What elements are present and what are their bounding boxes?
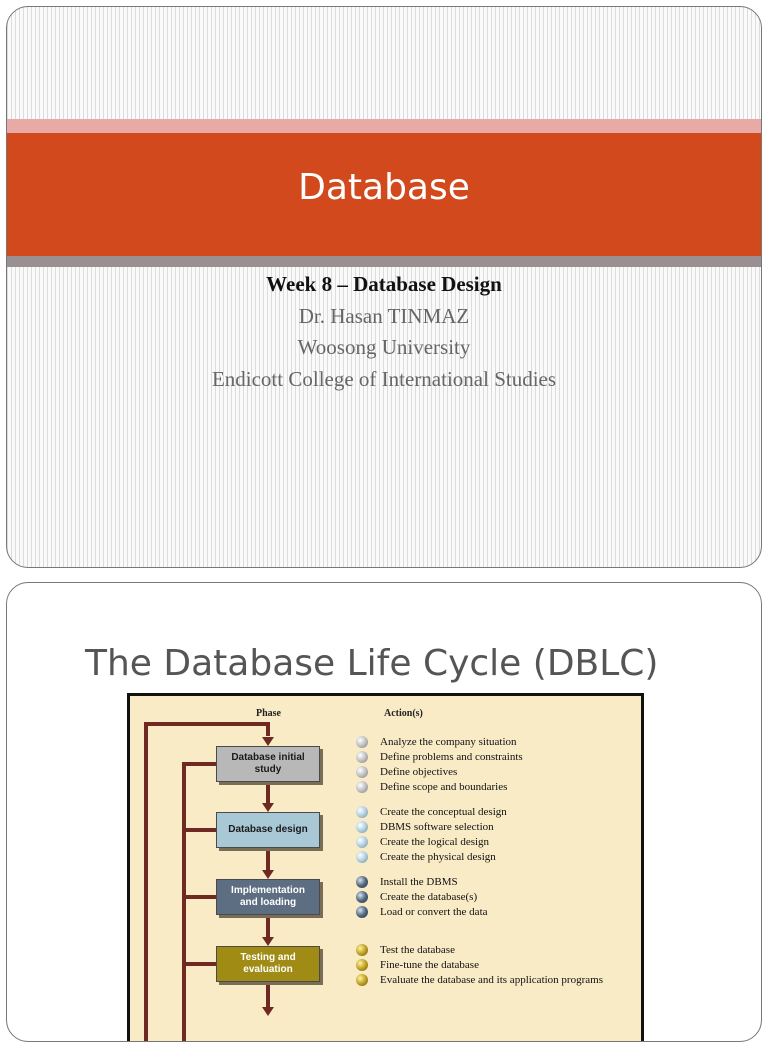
action-item: Create the logical design: [356, 834, 489, 849]
action-item: Create the conceptual design: [356, 804, 507, 819]
phase-label: Database design: [228, 824, 308, 835]
action-item: Test the database: [356, 942, 455, 957]
phase-box: Database design: [216, 812, 320, 848]
slide-title: The Database Life Cycle (DBLC): [85, 643, 659, 684]
slide-subtitle: Week 8 – Database Design: [266, 272, 502, 296]
action-text: Create the physical design: [380, 850, 496, 863]
action-item: Install the DBMS: [356, 874, 458, 889]
action-text: Define problems and constraints: [380, 750, 523, 763]
flow-line: [182, 762, 216, 1041]
bullet-icon: [356, 750, 368, 763]
action-text: Define objectives: [380, 765, 458, 778]
bullet-icon: [356, 735, 368, 748]
title-band: [7, 133, 761, 256]
bullet-icon: [356, 943, 368, 956]
action-item: DBMS software selection: [356, 819, 494, 834]
bullet-icon: [356, 805, 368, 818]
action-text: Analyze the company situation: [380, 735, 517, 748]
action-item: Fine-tune the database: [356, 957, 479, 972]
bullet-icon: [356, 820, 368, 833]
action-text: Create the conceptual design: [380, 805, 507, 818]
accent-band-grey: [7, 256, 761, 267]
action-text: Fine-tune the database: [380, 958, 479, 971]
college-name: Endicott College of International Studie…: [211, 367, 557, 391]
action-text: Test the database: [380, 943, 455, 956]
bullet-icon: [356, 890, 368, 903]
action-item: Create the database(s): [356, 889, 477, 904]
arrow-head-icon: [262, 937, 274, 946]
accent-band-pink: [7, 119, 761, 133]
phase-label: Database initial: [231, 752, 305, 763]
arrow-head-icon: [262, 803, 274, 812]
action-item: Evaluate the database and its applicatio…: [356, 972, 603, 987]
phase-label: and loading: [239, 897, 297, 908]
phase-label: Implementation: [231, 885, 305, 896]
title-slide: Database Week 8 – Database Design Dr. Ha…: [6, 6, 762, 568]
flow-line: [144, 722, 270, 1041]
bullet-icon: [356, 765, 368, 778]
bullet-icon: [356, 905, 368, 918]
phase-label: evaluation: [243, 964, 293, 975]
phase-label: Testing and: [240, 952, 296, 963]
dblc-slide: The Database Life Cycle (DBLC) Phase Act…: [6, 582, 762, 1042]
bullet-icon: [356, 780, 368, 793]
bullet-icon: [356, 875, 368, 888]
bullet-icon: [356, 835, 368, 848]
action-item: Define objectives: [356, 764, 457, 779]
bullet-icon: [356, 958, 368, 971]
action-text: DBMS software selection: [380, 820, 494, 833]
actions-header: Action(s): [384, 708, 423, 719]
action-text: Define scope and boundaries: [380, 780, 508, 793]
action-item: Define scope and boundaries: [356, 779, 507, 794]
action-item: Analyze the company situation: [356, 734, 517, 749]
phase-label: study: [254, 764, 282, 775]
action-item: Define problems and constraints: [356, 749, 523, 764]
action-item: Create the physical design: [356, 849, 496, 864]
phase-header: Phase: [256, 708, 281, 719]
slide-title: Database: [298, 167, 470, 208]
university-name: Woosong University: [297, 335, 471, 359]
arrow-head-icon: [262, 1007, 274, 1016]
author-name: Dr. Hasan TINMAZ: [298, 304, 470, 328]
arrow-head-icon: [262, 737, 274, 746]
action-text: Load or convert the data: [380, 905, 488, 918]
action-item: Load or convert the data: [356, 904, 488, 919]
bullet-icon: [356, 850, 368, 863]
action-text: Create the logical design: [380, 835, 490, 848]
action-text: Install the DBMS: [380, 875, 458, 888]
flow-arrows: [144, 722, 274, 1041]
arrow-head-icon: [262, 870, 274, 879]
bullet-icon: [356, 973, 368, 986]
action-text: Evaluate the database and its applicatio…: [380, 973, 603, 986]
action-text: Create the database(s): [380, 890, 478, 903]
